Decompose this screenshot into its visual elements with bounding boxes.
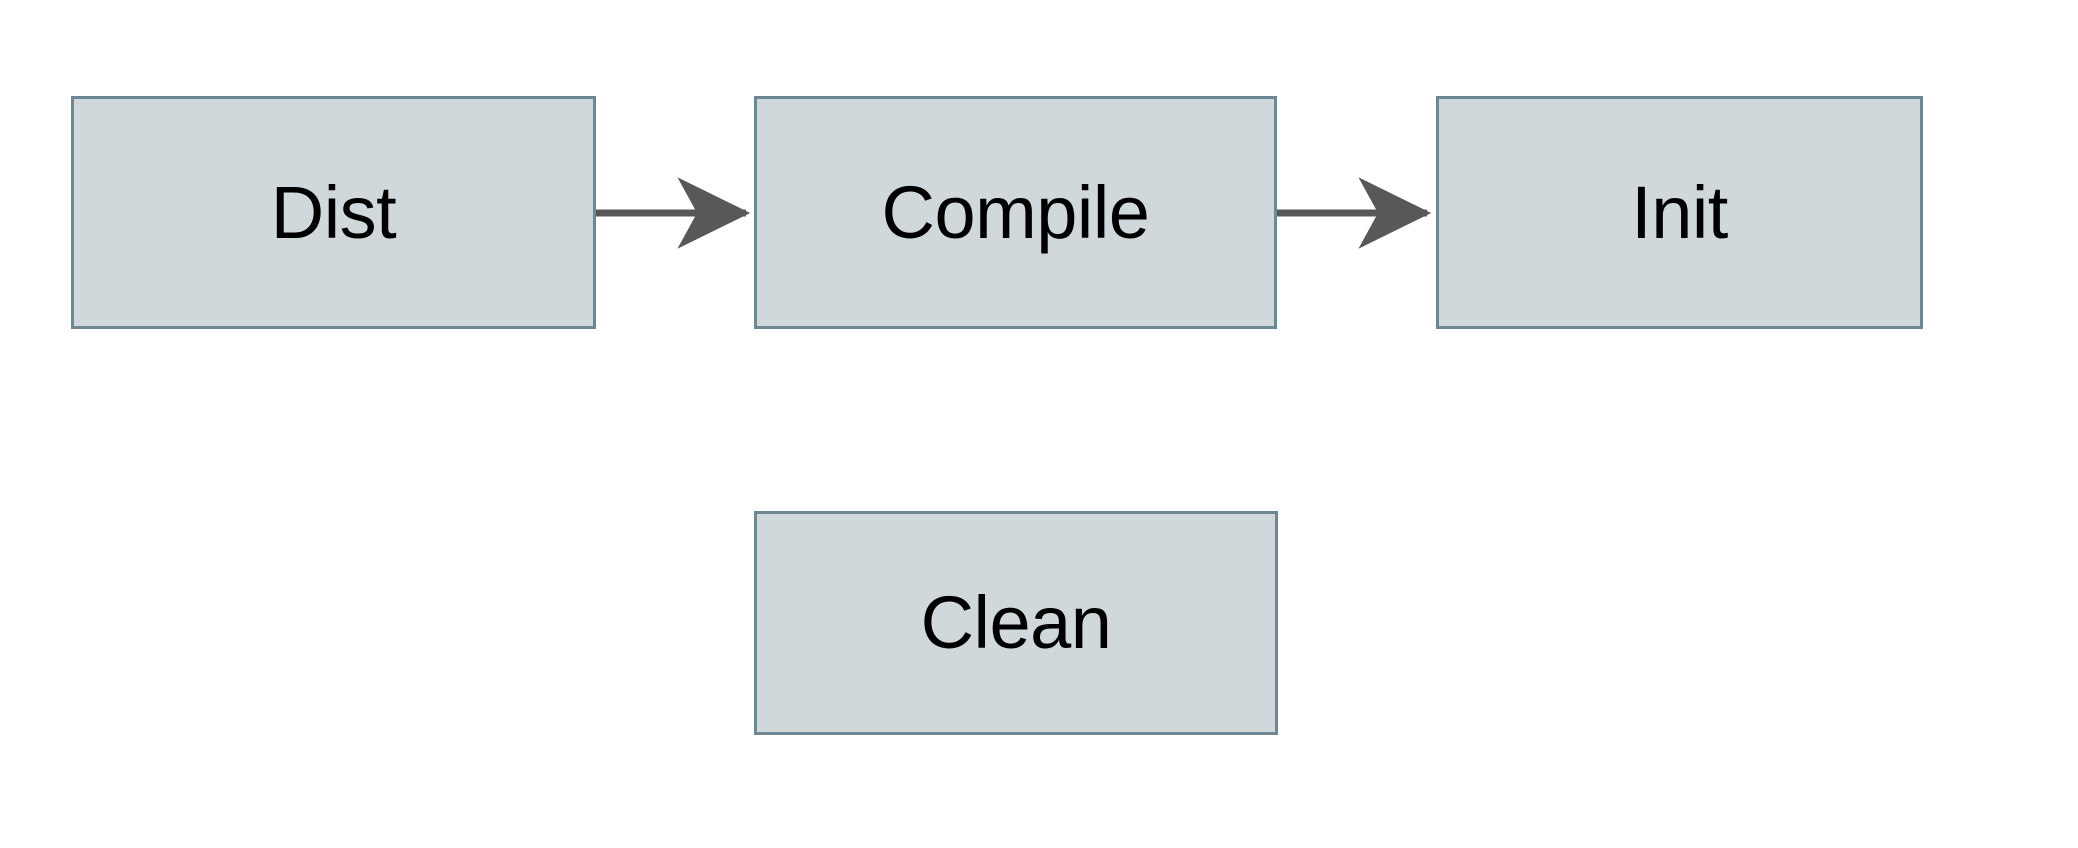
node-clean[interactable]: Clean [754, 511, 1278, 735]
node-compile-label: Compile [881, 170, 1150, 254]
node-clean-label: Clean [920, 581, 1112, 664]
node-init-label: Init [1631, 170, 1728, 254]
node-dist-label: Dist [270, 170, 397, 254]
node-dist[interactable]: Dist [71, 96, 596, 329]
node-init[interactable]: Init [1436, 96, 1923, 329]
node-compile[interactable]: Compile [754, 96, 1277, 329]
